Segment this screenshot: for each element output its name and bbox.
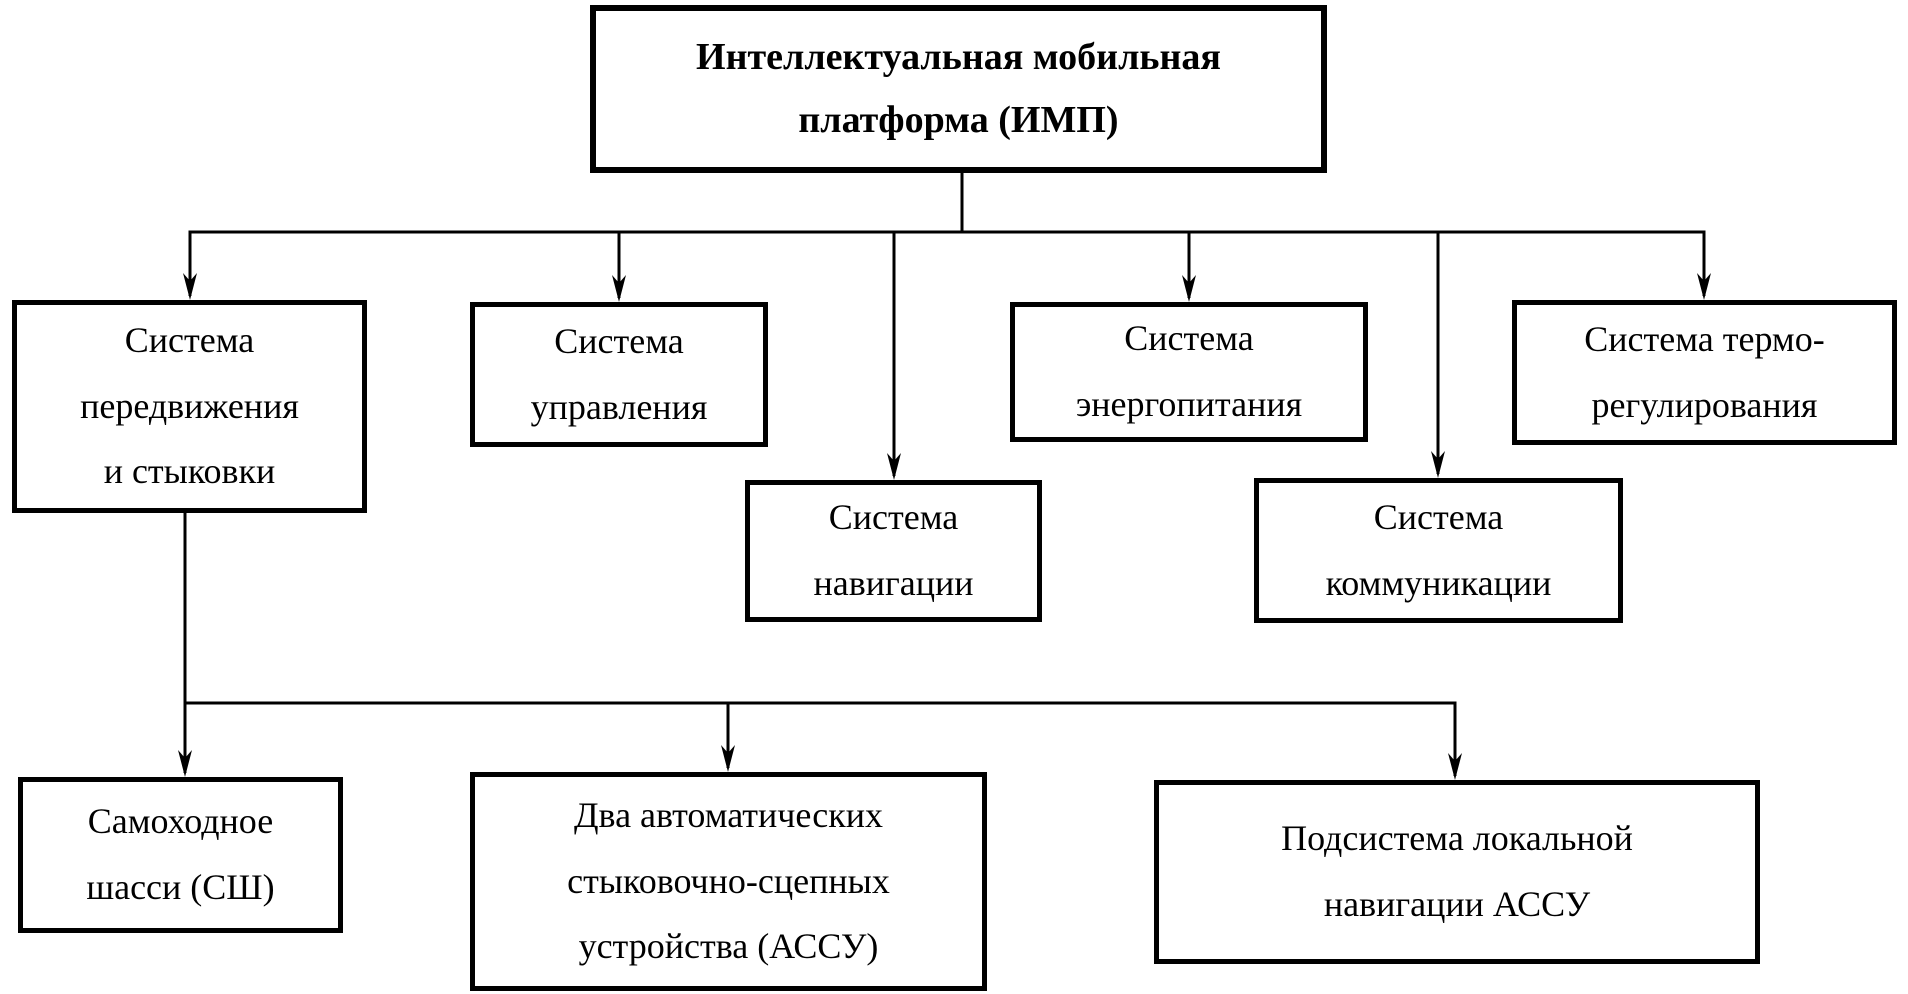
box-movement-docking-system: Система передвижения и стыковки (12, 300, 367, 513)
box-navigation-system-label: Система навигации (813, 497, 974, 603)
arrowheads (178, 273, 1711, 780)
box-docking-coupling-devices: Два автоматических стыковочно-сцепных ус… (470, 772, 987, 991)
box-communication-system-label: Система коммуникации (1325, 496, 1552, 603)
box-power-system: Система энергопитания (1010, 302, 1368, 442)
box-self-propelled-chassis: Самоходное шасси (СШ) (18, 777, 343, 933)
arrowhead-local-navigation (1448, 753, 1462, 780)
box-control-system: Система управления (470, 302, 768, 447)
box-local-navigation-subsystem-label: Подсистема локальной навигации АССУ (1281, 818, 1633, 924)
arrowhead-chassis (178, 750, 192, 777)
arrowhead-docking (721, 745, 735, 772)
box-power-system-label: Система энергопитания (1075, 318, 1303, 424)
arrowhead-movement (183, 273, 197, 300)
box-intelligent-mobile-platform-label: Интеллектуальная мобильная платформа (ИМ… (696, 36, 1221, 141)
connector-level3-bus (185, 701, 1457, 776)
box-intelligent-mobile-platform: Интеллектуальная мобильная платформа (ИМ… (590, 5, 1327, 173)
box-communication-system: Система коммуникации (1254, 478, 1623, 623)
arrowhead-control (612, 275, 626, 302)
box-movement-docking-system-label: Система передвижения и стыковки (80, 320, 299, 492)
box-self-propelled-chassis-label: Самоходное шасси (СШ) (86, 801, 275, 907)
box-docking-coupling-devices-label: Два автоматических стыковочно-сцепных ус… (567, 795, 890, 967)
box-navigation-system: Система навигации (745, 480, 1042, 622)
box-control-system-label: Система управления (530, 320, 708, 427)
arrowhead-communication (1431, 451, 1445, 478)
arrowhead-power (1182, 275, 1196, 302)
arrowhead-navigation (887, 453, 901, 480)
box-local-navigation-subsystem: Подсистема локальной навигации АССУ (1154, 780, 1760, 964)
connector-level2-bus (188, 230, 1706, 296)
arrowhead-thermal (1697, 273, 1711, 300)
box-thermal-regulation-system-label: Система термо- регулирования (1584, 318, 1825, 425)
box-thermal-regulation-system: Система термо- регулирования (1512, 300, 1897, 445)
connector-lines (183, 173, 1706, 776)
